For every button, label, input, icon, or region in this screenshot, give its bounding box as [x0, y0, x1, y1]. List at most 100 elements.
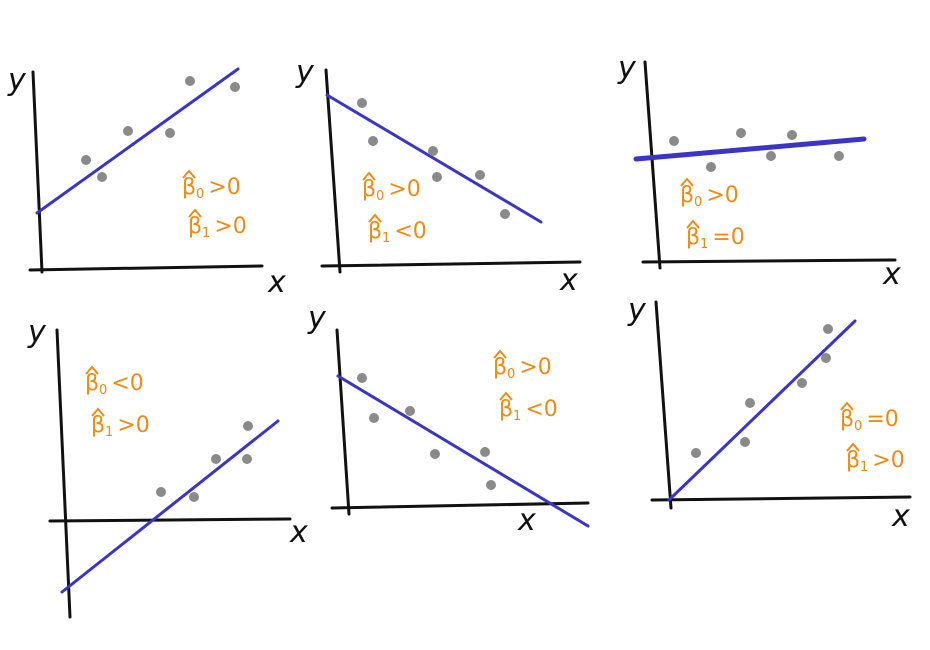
data-point — [357, 98, 367, 108]
data-point — [189, 492, 199, 502]
data-point — [432, 172, 442, 182]
x-axis — [28, 264, 264, 272]
coefficient-annotations: β0<0 β1>0 — [85, 365, 150, 440]
regression-line — [336, 374, 590, 528]
data-point — [736, 128, 746, 138]
beta1-annotation: β1>0 — [846, 448, 905, 475]
regression-line — [633, 136, 867, 162]
beta0-annotation: β0=0 — [840, 407, 899, 434]
coefficient-annotations: β0>0 β1<0 — [493, 349, 558, 424]
beta0-hat-symbol: β — [362, 177, 376, 202]
y-axis — [654, 300, 673, 510]
beta0-annotation: β0<0 — [85, 371, 144, 398]
data-point — [691, 448, 701, 458]
data-point — [669, 136, 679, 146]
beta1-hat-symbol: β — [91, 413, 105, 438]
beta1-annotation: β1<0 — [499, 397, 558, 424]
beta1-hat-symbol: β — [686, 225, 700, 250]
y-axis — [335, 328, 351, 516]
data-point — [428, 146, 438, 156]
panel-3: y x β0>0 β1=0 — [617, 51, 901, 292]
regression-line — [667, 319, 857, 502]
beta0-annotation: β0>0 — [182, 175, 241, 202]
data-point — [745, 398, 755, 408]
data-point — [766, 151, 776, 161]
x-axis-label: x — [517, 503, 536, 538]
panel-1: y x β0>0 β1>0 — [7, 63, 286, 300]
data-point — [243, 421, 253, 431]
x-axis — [641, 258, 897, 264]
y-axis — [55, 328, 72, 619]
coefficient-annotations: β0=0 β1>0 — [840, 401, 905, 475]
x-axis — [650, 495, 912, 502]
data-point — [706, 162, 716, 172]
beta0-annotation: β0>0 — [362, 177, 421, 204]
data-point — [740, 437, 750, 447]
beta1-annotation: β1>0 — [188, 214, 247, 241]
y-axis — [643, 60, 662, 270]
beta1-hat-symbol: β — [368, 219, 382, 244]
data-point — [834, 151, 844, 161]
data-point — [369, 413, 379, 423]
panel-2: y x β0>0 β1<0 — [295, 55, 582, 298]
data-points — [81, 76, 240, 182]
y-axis-label: y — [307, 301, 327, 336]
y-axis-label: y — [627, 293, 647, 328]
coefficient-annotations: β0>0 β1=0 — [680, 177, 745, 252]
data-points — [357, 98, 510, 219]
x-axis — [330, 501, 590, 510]
data-point — [821, 353, 831, 363]
beta0-hat-symbol: β — [182, 175, 196, 200]
x-axis-label: x — [891, 499, 910, 534]
y-axis — [31, 70, 44, 274]
panel-6: y x β0=0 β1>0 — [627, 293, 912, 534]
regression-line — [60, 419, 280, 594]
data-point — [230, 82, 240, 92]
data-point — [475, 170, 485, 180]
regression-line — [35, 67, 240, 215]
data-point — [81, 155, 91, 165]
data-point — [211, 454, 221, 464]
beta0-hat-symbol: β — [680, 183, 694, 208]
data-points — [357, 373, 496, 490]
beta0-annotation: β0>0 — [680, 183, 739, 210]
beta0-hat-symbol: β — [493, 355, 507, 380]
y-axis-label: y — [617, 51, 637, 86]
y-axis-label: y — [27, 315, 47, 350]
coefficient-annotations: β0>0 β1>0 — [182, 169, 247, 241]
data-point — [165, 128, 175, 138]
x-axis-label: x — [559, 263, 578, 298]
data-point — [123, 126, 133, 136]
data-points — [156, 421, 253, 502]
beta1-hat-symbol: β — [846, 448, 860, 473]
data-point — [185, 76, 195, 86]
y-axis — [324, 68, 342, 274]
beta1-hat-symbol: β — [188, 214, 202, 239]
beta1-annotation: β1=0 — [686, 225, 745, 252]
data-point — [368, 136, 378, 146]
coefficient-annotations: β0>0 β1<0 — [362, 171, 427, 246]
data-points — [669, 128, 844, 172]
data-point — [486, 480, 496, 490]
beta0-hat-symbol: β — [85, 371, 99, 396]
x-axis — [320, 260, 582, 268]
beta0-annotation: β0>0 — [493, 355, 552, 382]
data-point — [242, 454, 252, 464]
data-point — [357, 373, 367, 383]
data-point — [787, 130, 797, 140]
regression-line — [325, 93, 543, 224]
panel-4: y x β0<0 β1>0 — [27, 315, 308, 619]
x-axis-label: x — [289, 515, 308, 550]
data-point — [430, 449, 440, 459]
y-axis-label: y — [295, 55, 315, 90]
data-points — [691, 324, 833, 458]
x-axis — [48, 517, 292, 523]
beta1-hat-symbol: β — [499, 397, 513, 422]
beta1-annotation: β1>0 — [91, 413, 150, 440]
data-point — [480, 447, 490, 457]
data-point — [156, 487, 166, 497]
data-point — [500, 209, 510, 219]
beta1-annotation: β1<0 — [368, 219, 427, 246]
data-point — [97, 172, 107, 182]
